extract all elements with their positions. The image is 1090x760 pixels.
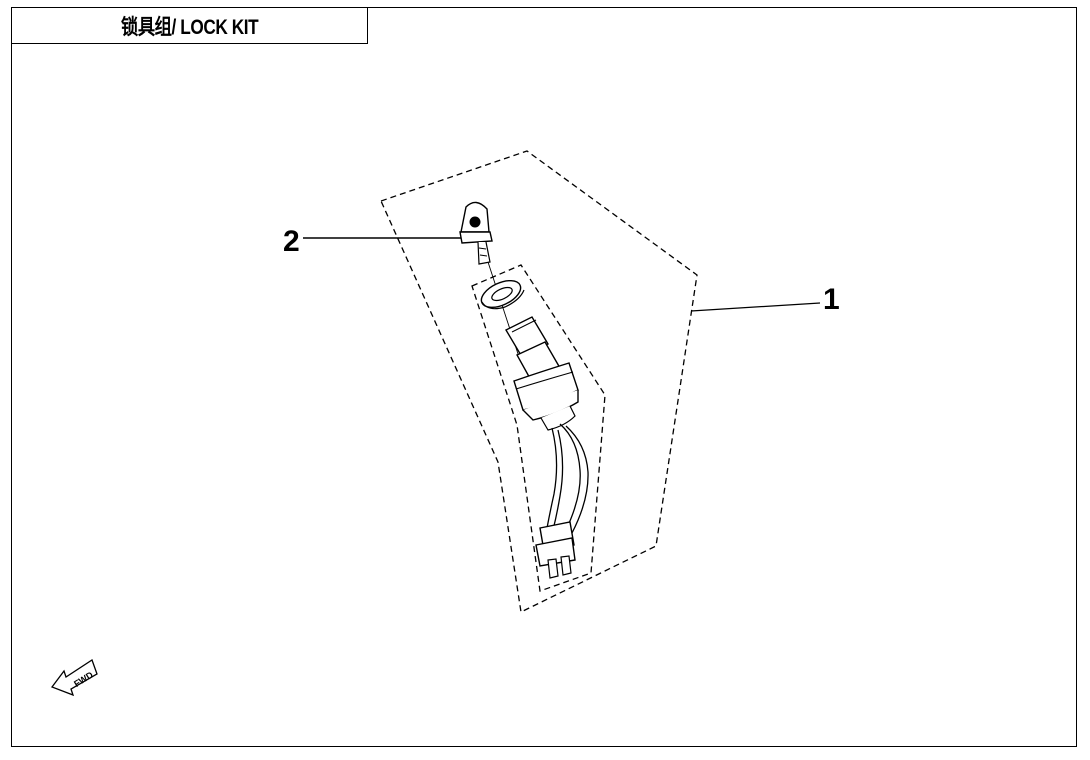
- washer-part: [480, 279, 525, 310]
- key-part: [459, 201, 493, 265]
- callout-1-number: 1: [823, 283, 840, 316]
- switch-wires: [546, 423, 589, 534]
- fwd-arrow-icon: FWD: [50, 659, 98, 697]
- callout-1-leader: [690, 302, 821, 312]
- sub-assembly-outline-dashed: [471, 264, 606, 592]
- ignition-switch-body: [505, 316, 579, 431]
- title-box: 锁具组/ LOCK KIT: [11, 7, 368, 44]
- wire-connector: [535, 521, 576, 579]
- page-title: 锁具组/ LOCK KIT: [120, 15, 259, 39]
- drawing-frame: [11, 7, 1077, 747]
- assembly-outline-dashed: [380, 150, 698, 613]
- callout-2-number: 2: [283, 225, 300, 258]
